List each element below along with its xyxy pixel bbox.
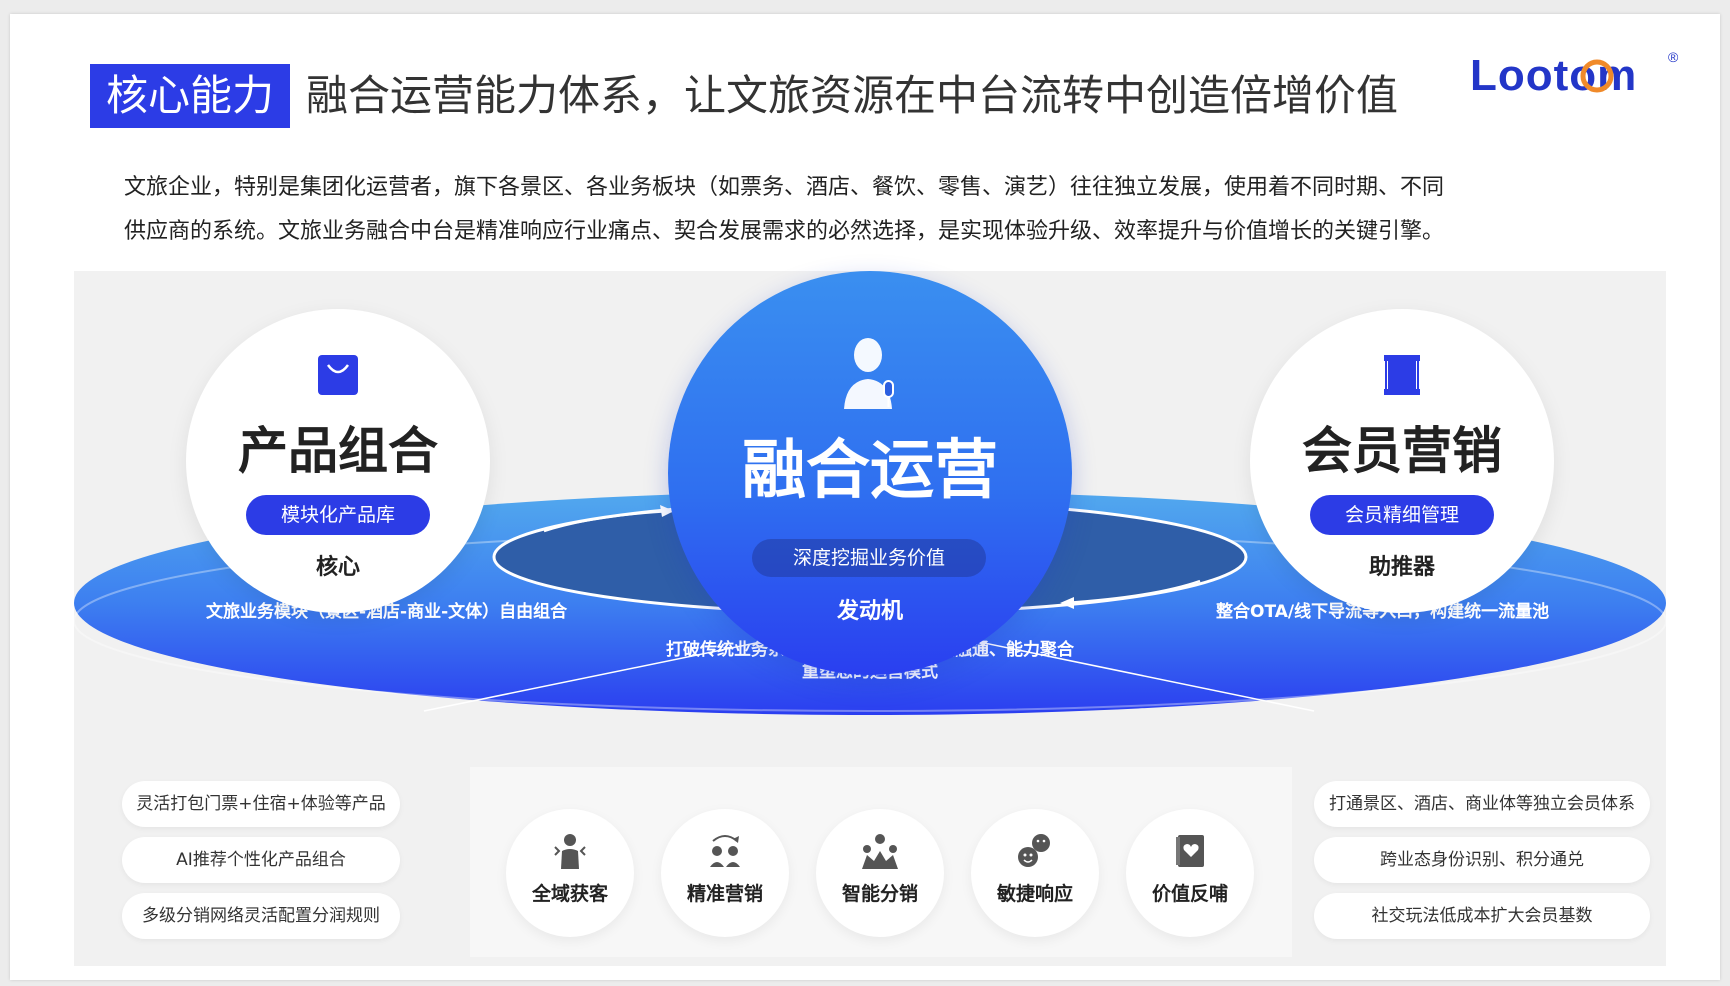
feature-label: 精准营销 — [686, 883, 763, 905]
fusion-operation-circle: 融合运营 深度挖掘业务价值 发动机 — [668, 271, 1072, 675]
divider-left — [423, 630, 815, 712]
slide: 核心能力 融合运营能力体系，让文旅资源在中台流转中创造倍增价值 Lootom ®… — [10, 14, 1720, 980]
arrow-left — [543, 509, 673, 533]
feature-label: 价值反哺 — [1151, 883, 1228, 905]
page-title: 融合运营能力体系，让文旅资源在中台流转中创造倍增价值 — [306, 71, 1399, 120]
intro-text: 文旅企业，特别是集团化运营者，旗下各景区、各业务板块（如票务、酒店、餐饮、零售、… — [124, 166, 1644, 254]
feature-label: 全域获客 — [531, 883, 608, 905]
member-marketing-sub: 助推器 — [1368, 555, 1435, 580]
fusion-operation-sub: 发动机 — [836, 599, 903, 624]
diagram-stage: 文旅业务模块（景区-酒店-商业-文体）自由组合 整合OTA/线下导流等入口，构建… — [74, 271, 1666, 966]
member-marketing-pill: 会员精细管理 — [1310, 495, 1494, 535]
intro-line-1: 文旅企业，特别是集团化运营者，旗下各景区、各业务板块（如票务、酒店、餐饮、零售、… — [124, 175, 1445, 200]
right-feature-1: 打通景区、酒店、商业体等独立会员体系 — [1314, 781, 1650, 827]
intro-line-2: 供应商的系统。文旅业务融合中台是精准响应行业痛点、契合发展需求的必然选择，是实现… — [124, 219, 1445, 244]
product-combo-pill: 模块化产品库 — [246, 495, 430, 535]
product-combo-title: 产品组合 — [238, 422, 438, 480]
right-feature-2: 跨业态身份识别、积分通兑 — [1314, 837, 1650, 883]
divider-right — [925, 630, 1315, 712]
member-marketing-circle: 会员营销 会员精细管理 助推器 — [1250, 309, 1554, 613]
svg-text:®: ® — [1668, 49, 1679, 65]
arrow-right — [1063, 579, 1201, 605]
member-marketing-title: 会员营销 — [1302, 422, 1502, 480]
rollup-banner-icon — [1384, 355, 1420, 395]
section-badge: 核心能力 — [90, 64, 290, 128]
smile-faces-icon — [1018, 834, 1050, 867]
feature-label: 敏捷响应 — [996, 883, 1073, 905]
feature-label: 智能分销 — [841, 883, 918, 905]
product-combo-circle: 产品组合 模块化产品库 核心 — [186, 309, 490, 613]
ring-right-label: 整合OTA/线下导流等入口，构建统一流量池 — [1216, 602, 1550, 622]
person-acquire-icon — [554, 834, 586, 869]
left-feature-1: 灵活打包门票+住宿+体验等产品 — [122, 781, 400, 827]
people-cycle-icon — [710, 835, 740, 867]
fusion-operation-title: 融合运营 — [742, 434, 998, 508]
feature-precision-marketing: 精准营销 — [661, 809, 789, 937]
right-feature-3: 社交玩法低成本扩大会员基数 — [1314, 893, 1650, 939]
feature-value-feedback: 价值反哺 — [1126, 809, 1254, 937]
presenter-mic-icon — [844, 338, 894, 409]
fusion-operation-pill: 深度挖掘业务价值 — [752, 539, 986, 577]
lootom-logo: Lootom ® — [1470, 49, 1679, 100]
shopping-bag-icon — [318, 355, 358, 395]
left-feature-2: AI推荐个性化产品组合 — [122, 837, 400, 883]
feature-agile-response: 敏捷响应 — [971, 809, 1099, 937]
product-combo-sub: 核心 — [315, 555, 360, 580]
heart-book-icon — [1176, 835, 1204, 867]
feature-all-domain-acquisition: 全域获客 — [506, 809, 634, 937]
feature-smart-distribution: 智能分销 — [816, 809, 944, 937]
network-distribution-icon — [862, 834, 898, 869]
left-feature-3: 多级分销网络灵活配置分润规则 — [122, 893, 400, 939]
